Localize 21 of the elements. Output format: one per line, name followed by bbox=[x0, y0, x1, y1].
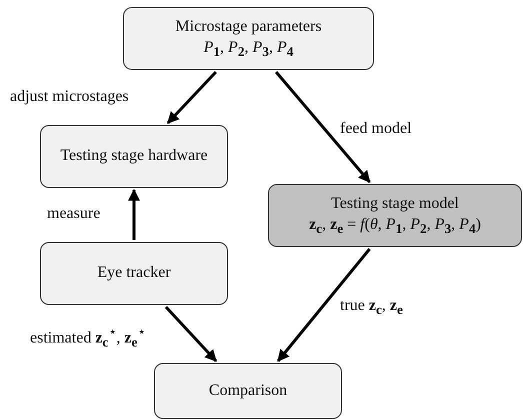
formula: P$_{1}$, P$_{2}$, P$_{3}$, P$_{4}$ bbox=[204, 38, 294, 60]
edge-label: adjust microstages bbox=[10, 87, 129, 106]
process-box bbox=[40, 125, 228, 188]
arrow bbox=[166, 70, 217, 124]
box-title: Testing stage hardware bbox=[60, 146, 208, 166]
arrow bbox=[276, 248, 371, 362]
process-box bbox=[40, 242, 228, 305]
edge-label: true z$_{c}$, z$_{e}$ bbox=[340, 296, 403, 318]
box-title: Microstage parameters bbox=[175, 16, 322, 37]
formula: z$_{c}$, z$_{e}$ = f(θ, P$_{1}$, P$_{2}$, P$_{3}$, P$_{4}$) bbox=[309, 214, 481, 238]
edge-label: measure bbox=[47, 204, 100, 224]
arrow bbox=[274, 71, 371, 183]
box-title: Eye tracker bbox=[97, 263, 171, 284]
process-box bbox=[268, 184, 522, 247]
box-title: Testing stage model bbox=[331, 194, 459, 214]
box-title: Comparison bbox=[208, 380, 288, 401]
arrow bbox=[128, 188, 140, 240]
process-box bbox=[154, 363, 342, 419]
arrow bbox=[164, 306, 218, 362]
process-box bbox=[123, 7, 374, 70]
edge-label: feed model bbox=[340, 119, 412, 138]
